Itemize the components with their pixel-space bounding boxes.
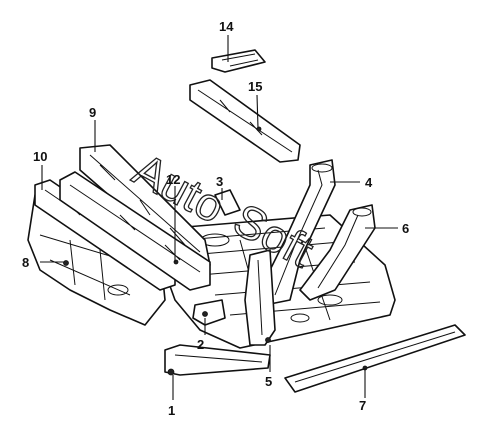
callout-6: 6 — [402, 221, 409, 236]
bracket — [192, 299, 226, 326]
top-bracket — [211, 49, 266, 73]
upper-crossmember — [189, 79, 301, 163]
callout-14: 14 — [219, 19, 234, 34]
lower-pillar — [244, 249, 276, 346]
callout-5: 5 — [265, 374, 272, 389]
center-pillar — [259, 159, 336, 306]
callout-8: 8 — [22, 255, 29, 270]
callout-7: 7 — [359, 398, 366, 413]
callout-3: 3 — [216, 174, 223, 189]
callout-10: 10 — [33, 149, 47, 164]
callout-4: 4 — [365, 175, 373, 190]
callout-9: 9 — [89, 105, 96, 120]
leader-lines — [40, 35, 398, 400]
callout-1: 1 — [168, 403, 175, 418]
rear-pillar — [299, 204, 376, 301]
callout-12: 12 — [166, 172, 180, 187]
callout-15: 15 — [248, 79, 262, 94]
left-sill — [164, 344, 271, 376]
callout-2: 2 — [197, 337, 204, 352]
center-long-member — [59, 171, 211, 291]
small-bracket — [214, 189, 241, 216]
callouts: 1 2 3 4 5 6 7 8 9 10 12 14 15 — [22, 19, 409, 418]
right-sill — [284, 324, 466, 393]
